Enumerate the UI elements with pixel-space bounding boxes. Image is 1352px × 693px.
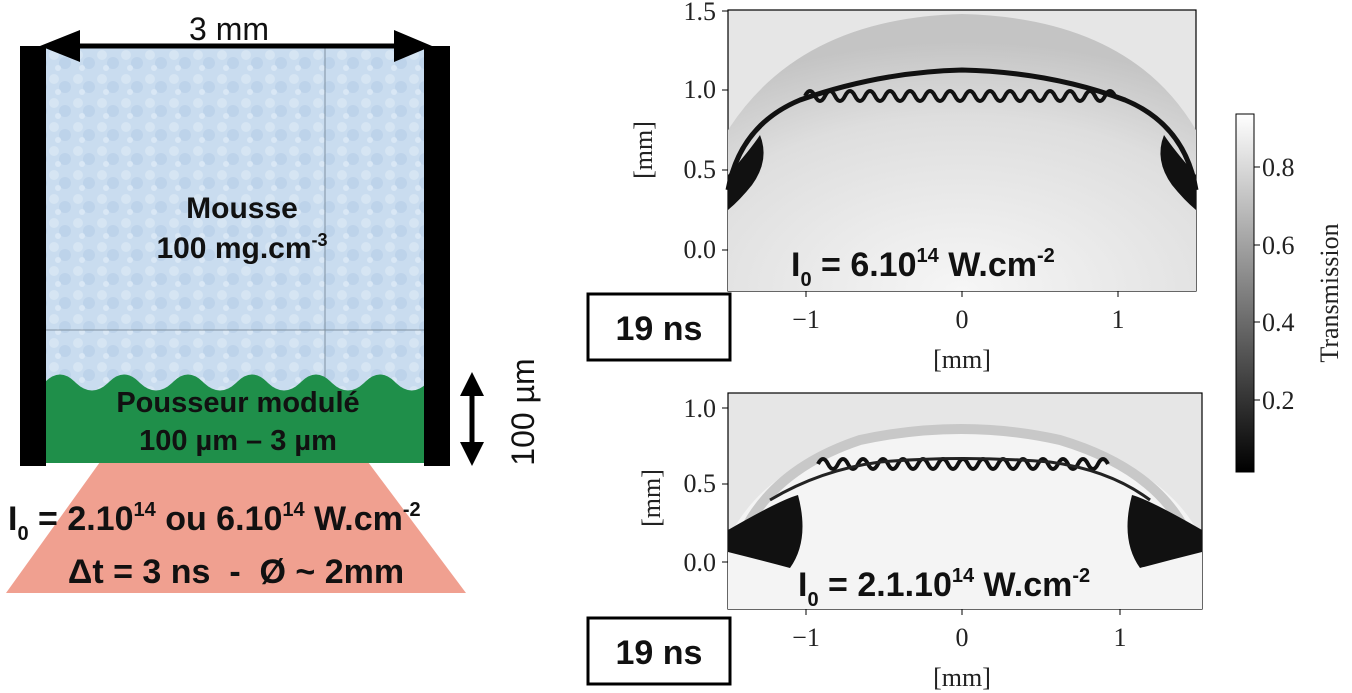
laser-intensity-symbol: I [8, 500, 17, 538]
bottom-plot-time-label: 19 ns [616, 634, 703, 672]
laser-duration-diameter: Δt = 3 ns - Ø ~ 2mm [68, 553, 404, 591]
bottom-plot-intensity-exp: 14 [952, 565, 975, 587]
laser-intensity-exp1: 14 [134, 499, 157, 521]
top-plot-xtick: 0 [956, 305, 969, 334]
top-plot-intensity-unit: W.cm [939, 246, 1037, 284]
bottom-plot: 1.0 0.5 0.0 −1 0 1 [mm] [mm] I0 = 2.1.10… [586, 392, 1203, 692]
colorbar-tick: 0.4 [1262, 308, 1295, 337]
top-plot: 1.5 1.0 0.5 0.0 −1 0 1 [mm] [mm] I0 = 6.… [586, 0, 1199, 374]
bottom-plot-intensity-unit-exp: -2 [1072, 565, 1090, 587]
bottom-plot-ytick: 0.0 [684, 548, 717, 577]
top-plot-left-edge-jet [728, 135, 764, 210]
foam-density: 100 mg.cm-3 [156, 230, 327, 265]
top-plot-xtick: −1 [792, 305, 820, 334]
thickness-label: 100 µm [505, 358, 541, 465]
bottom-plot-xtick: 1 [1114, 623, 1127, 652]
laser-intensity-value1: = 2.10 [29, 500, 134, 538]
top-plot-ytick: 0.0 [684, 235, 717, 264]
bottom-plot-left-jet [728, 495, 803, 568]
colorbar-tick: 0.2 [1262, 386, 1295, 415]
top-plot-ytick: 1.5 [684, 0, 717, 26]
laser-intensity-value2: ou 6.10 [156, 500, 283, 538]
colorbar-label: Transmission [1315, 223, 1344, 362]
width-label: 3 mm [189, 11, 269, 47]
left-wall [20, 46, 46, 466]
foam-name: Mousse [186, 192, 298, 225]
laser-intensity-unit: W.cm [305, 500, 403, 538]
bottom-plot-intensity-value: = 2.1.10 [819, 566, 952, 604]
top-plot-right-edge-jet [1160, 135, 1196, 210]
bottom-plot-ytick: 0.5 [684, 469, 717, 498]
pusher-dims: 100 µm – 3 µm [139, 425, 337, 457]
bottom-plot-tick-marks [722, 407, 1121, 615]
top-plot-intensity-label: I0 = 6.1014 W.cm-2 [791, 245, 1055, 291]
top-plot-ytick: 0.5 [684, 155, 717, 184]
laser-intensity: I0 = 2.1014 ou 6.1014 W.cm-2 [8, 499, 421, 545]
top-plot-ylabel: [mm] [629, 121, 658, 179]
bottom-plot-intensity-label: I0 = 2.1.1014 W.cm-2 [798, 565, 1090, 611]
bottom-plot-ylabel: [mm] [637, 469, 666, 527]
bottom-plot-ytick: 1.0 [684, 394, 717, 423]
bottom-plot-halo [735, 424, 1195, 543]
top-plot-intensity-symbol: I [791, 246, 800, 284]
width-arrow-right-head [394, 30, 432, 62]
laser-intensity-subscript: 0 [17, 523, 28, 545]
width-arrow-left-head [40, 30, 80, 62]
bottom-plot-time-box [586, 616, 732, 686]
foam-region [44, 48, 427, 393]
top-plot-time-label: 19 ns [616, 310, 703, 348]
top-plot-bubble-fingers [803, 89, 1117, 103]
modulated-pusher [44, 374, 427, 463]
bottom-plot-intensity-symbol: I [798, 566, 807, 604]
top-plot-xtick: 1 [1112, 305, 1125, 334]
bottom-plot-mix-band [769, 457, 1151, 502]
bottom-plot-xtick: 0 [956, 623, 969, 652]
colorbar-gradient [1235, 113, 1255, 473]
top-plot-ytick: 1.0 [684, 75, 717, 104]
bottom-plot-right-jet [1127, 495, 1202, 568]
foam-density-base: 100 mg.cm [156, 232, 311, 265]
bottom-plot-intensity-unit: W.cm [974, 566, 1072, 604]
foam-density-exponent: -3 [312, 230, 328, 250]
laser-beam [6, 462, 466, 593]
pusher-name: Pousseur modulé [116, 387, 359, 419]
laser-intensity-unit-exp: -2 [403, 499, 421, 521]
top-plot-intensity-unit-exp: -2 [1037, 245, 1055, 267]
colorbar-tick: 0.8 [1262, 153, 1295, 182]
top-plot-tick-marks [722, 10, 1119, 297]
bottom-plot-xticks: −1 0 1 [792, 623, 1126, 652]
top-plot-mix-band [725, 67, 1199, 191]
colorbar: 0.8 0.6 0.4 0.2 Transmission [1235, 113, 1344, 473]
thickness-arrow-bottom-head [460, 442, 484, 466]
laser-intensity-exp2: 14 [282, 499, 305, 521]
top-plot-yticks: 1.5 1.0 0.5 0.0 [684, 0, 717, 264]
bottom-plot-intensity-subscript: 0 [807, 589, 818, 611]
thickness-arrow-top-head [460, 372, 484, 396]
bottom-plot-yticks: 1.0 0.5 0.0 [684, 394, 717, 577]
top-plot-intensity-subscript: 0 [800, 269, 811, 291]
bottom-plot-bubble [728, 429, 1202, 609]
top-plot-xlabel: [mm] [933, 345, 991, 374]
top-plot-time-box [586, 292, 732, 362]
top-plot-intensity-exp: 14 [917, 245, 940, 267]
colorbar-tick-marks [1254, 166, 1260, 401]
target-schematic: 3 mm Mousse 100 mg.cm-3 Pousseur modulé … [6, 11, 541, 593]
top-plot-xticks: −1 0 1 [792, 305, 1124, 334]
colorbar-ticks: 0.8 0.6 0.4 0.2 [1262, 153, 1295, 415]
top-plot-intensity-value: = 6.10 [812, 246, 917, 284]
colorbar-tick: 0.6 [1262, 231, 1295, 260]
right-wall [424, 46, 450, 466]
bottom-plot-xlabel: [mm] [933, 663, 991, 692]
bottom-plot-xtick: −1 [792, 623, 820, 652]
